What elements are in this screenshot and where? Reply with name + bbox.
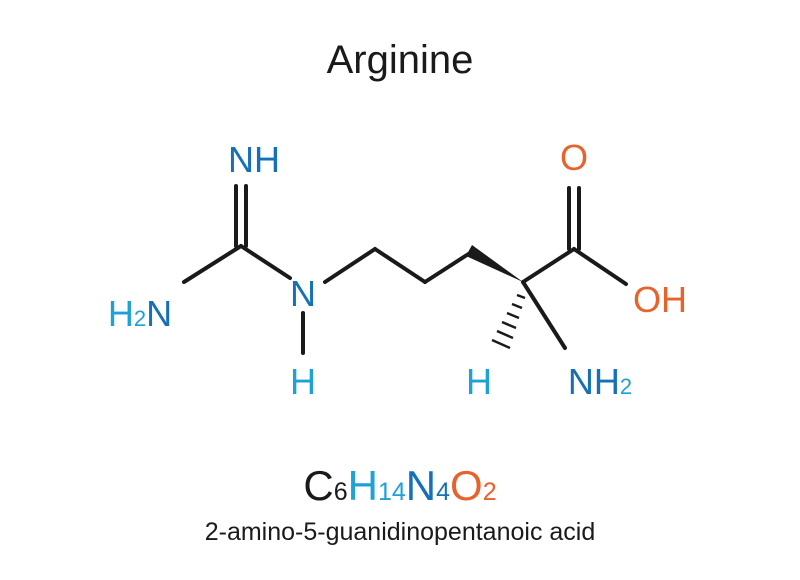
atom-guanidino-n: N: [290, 273, 316, 314]
bond-c-oh: [572, 247, 628, 286]
formula-subscript: 14: [377, 478, 406, 506]
atom-imine-nh: NH: [228, 139, 280, 180]
bond-wedge-c3-ca: [466, 245, 523, 282]
bond-ca-nh2: [521, 280, 567, 350]
formula-subscript: 4: [436, 478, 451, 506]
iupac-name: 2-amino-5-guanidinopentanoic acid: [204, 518, 596, 546]
bond-hash-ca-h: [491, 293, 526, 350]
atom-amine-nh2: NH2: [568, 361, 632, 402]
bond-ca-ccarboxyl: [521, 247, 576, 284]
formula-element-n: N: [405, 462, 437, 509]
formula-element-h: H: [347, 462, 378, 509]
bond-c-h2n: [182, 244, 243, 284]
bond-c-n: [239, 244, 292, 280]
molecule-title: Arginine: [326, 38, 474, 82]
formula-element-o: O: [450, 462, 483, 509]
atom-amidine-h2n: H2N: [108, 293, 172, 334]
atom-guanidino-h: H: [290, 361, 316, 402]
bond-n-c5: [323, 247, 377, 284]
atom-carbonyl-o: O: [560, 137, 588, 178]
molecular-formula: C6H14N4O2: [0, 462, 800, 510]
bond-c4-c3: [423, 251, 472, 284]
atom-hydroxyl-oh: OH: [633, 279, 687, 320]
formula-subscript: 2: [482, 478, 497, 506]
bond-c5-c4: [373, 247, 427, 284]
formula-subscript: 6: [333, 478, 348, 506]
atom-alpha-h: H: [466, 361, 492, 402]
formula-element-c: C: [303, 462, 334, 509]
